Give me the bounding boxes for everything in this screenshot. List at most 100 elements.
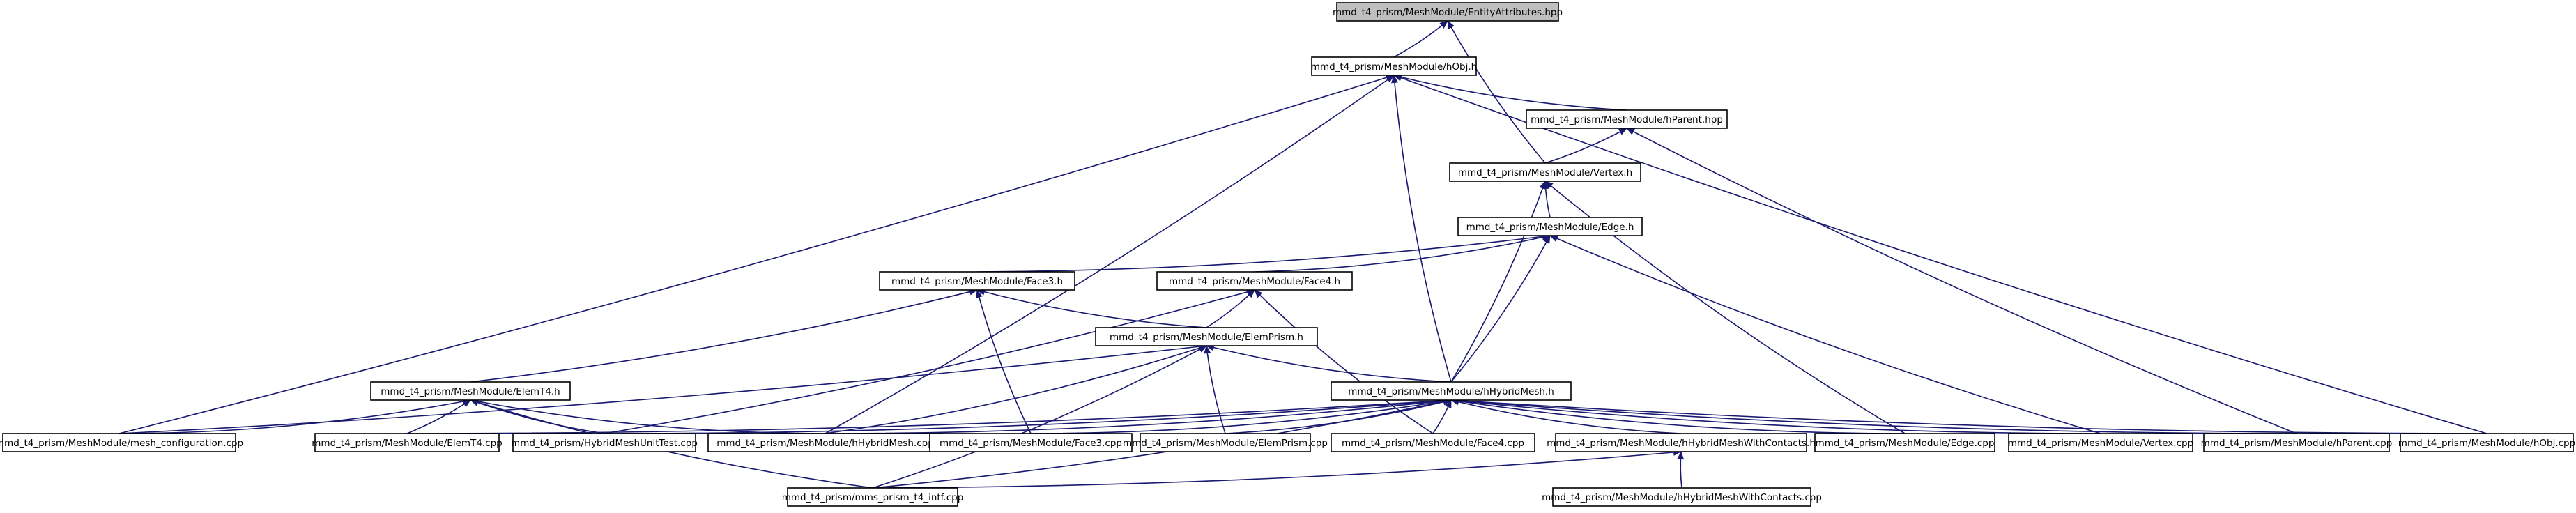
node-box bbox=[314, 433, 500, 452]
node-box bbox=[1311, 56, 1477, 76]
edge-mesh_conf_cpp-to-hobj_h bbox=[118, 74, 1395, 434]
node-box bbox=[512, 433, 696, 452]
edge-face3_cpp-to-hhybridmesh_h bbox=[1030, 397, 1452, 434]
node-box bbox=[1457, 217, 1643, 236]
edges-layer bbox=[118, 20, 2487, 489]
node-label: mmd_t4_prism/MeshModule/Edge.cpp bbox=[1816, 438, 1995, 449]
node-entity-attr: mmd_t4_prism/MeshModule/EntityAttributes… bbox=[1333, 2, 1563, 22]
edge-hparent_cpp-to-hhybridmesh_h bbox=[1450, 397, 2297, 434]
node-label: mmd_t4_prism/MeshModule/ElemPrism.h bbox=[1110, 332, 1303, 343]
node-box bbox=[879, 271, 1075, 291]
edge-vertex_h-to-hparent_hpp bbox=[1544, 128, 1627, 164]
node-vertex-cpp[interactable]: mmd_t4_prism/MeshModule/Vertex.cpp bbox=[2008, 433, 2193, 452]
node-unittest-cpp[interactable]: mmd_t4_prism/HybridMeshUnitTest.cpp bbox=[511, 433, 698, 452]
node-label: mmd_t4_prism/mms_prism_t4_intf.cpp bbox=[782, 492, 964, 503]
node-box bbox=[1555, 433, 1807, 452]
node-hhybridmesh-h[interactable]: mmd_t4_prism/MeshModule/hHybridMesh.h bbox=[1331, 381, 1572, 401]
edge-hparent_hpp-to-hobj_h bbox=[1393, 73, 1627, 111]
edge-hhybridmesh_cpp-to-elemt4_h bbox=[470, 398, 826, 434]
node-label: mmd_t4_prism/MeshModule/EntityAttributes… bbox=[1333, 7, 1563, 18]
node-label: mmd_t4_prism/MeshModule/Vertex.cpp bbox=[2008, 438, 2193, 449]
node-box bbox=[1526, 109, 1728, 129]
edge-elemt4_cpp-to-hhybridmesh_h bbox=[406, 397, 1452, 434]
node-mesh-conf-cpp[interactable]: mmd_t4_prism/MeshModule/mesh_configurati… bbox=[0, 433, 243, 452]
edge-face3_cpp-to-face3_h bbox=[976, 289, 1032, 434]
node-edge-cpp[interactable]: mmd_t4_prism/MeshModule/Edge.cpp bbox=[1814, 433, 1995, 452]
edge-face4_cpp-to-face4_h bbox=[1254, 289, 1434, 434]
node-withcontacts-h[interactable]: mmd_t4_prism/MeshModule/hHybridMeshWithC… bbox=[1547, 433, 1816, 452]
edge-hhybridmesh_h-to-hobj_h bbox=[1390, 75, 1452, 383]
node-label: mmd_t4_prism/MeshModule/hHybridMeshWithC… bbox=[1547, 438, 1816, 449]
edge-mms_intf_cpp-to-hhybridmesh_h bbox=[872, 398, 1452, 489]
edge-edge_cpp-to-hhybridmesh_h bbox=[1450, 397, 1906, 434]
node-box bbox=[1156, 271, 1353, 291]
edge-hobj_cpp-to-hhybridmesh_h bbox=[1450, 397, 2487, 434]
edge-hhybridmesh_cpp-to-elemprism_h bbox=[825, 344, 1207, 434]
node-hobj-h[interactable]: mmd_t4_prism/MeshModule/hObj.h bbox=[1311, 56, 1477, 76]
node-face3-h[interactable]: mmd_t4_prism/MeshModule/Face3.h bbox=[879, 271, 1075, 291]
node-hparent-cpp[interactable]: mmd_t4_prism/MeshModule/hParent.cpp bbox=[2201, 433, 2393, 452]
edge-mesh_conf_cpp-to-elemt4_h bbox=[118, 398, 471, 434]
node-box bbox=[1331, 433, 1535, 452]
node-box bbox=[2, 433, 236, 452]
edge-elemprism_cpp-to-elemprism_h bbox=[1204, 345, 1226, 434]
node-label: mmd_t4_prism/MeshModule/hParent.hpp bbox=[1531, 114, 1723, 125]
node-label: mmd_t4_prism/MeshModule/Face3.h bbox=[891, 276, 1063, 287]
node-withcontacts-cpp[interactable]: mmd_t4_prism/MeshModule/hHybridMeshWithC… bbox=[1542, 487, 1822, 507]
edge-face3_h-to-edge_h bbox=[976, 233, 1551, 273]
edge-face4_cpp-to-hhybridmesh_h bbox=[1432, 399, 1452, 434]
node-label: mmd_t4_prism/MeshModule/hHybridMesh.h bbox=[1348, 386, 1554, 397]
node-hhybridmesh-cpp[interactable]: mmd_t4_prism/MeshModule/hHybridMesh.cpp bbox=[707, 433, 943, 452]
edge-unittest_cpp-to-elemt4_h bbox=[470, 399, 605, 434]
edge-vertex_cpp-to-hhybridmesh_h bbox=[1450, 397, 2101, 434]
node-box bbox=[929, 433, 1133, 452]
edge-edge_h-to-vertex_h bbox=[1542, 181, 1551, 218]
edge-elemt4_h-to-face3_h bbox=[470, 288, 978, 383]
edge-hhybridmesh_cpp-to-hhybridmesh_h bbox=[825, 397, 1452, 434]
node-label: mmd_t4_prism/MeshModule/Vertex.h bbox=[1458, 167, 1632, 178]
node-vertex-h[interactable]: mmd_t4_prism/MeshModule/Vertex.h bbox=[1449, 162, 1641, 182]
node-box bbox=[1449, 162, 1641, 182]
node-label: mmd_t4_prism/MeshModule/hHybridMeshWithC… bbox=[1542, 492, 1822, 503]
node-label: mmd_t4_prism/MeshModule/mesh_configurati… bbox=[0, 438, 243, 449]
edge-hhybridmesh_h-to-elemprism_h bbox=[1206, 344, 1452, 383]
edge-hobj_h-to-entity_attr bbox=[1393, 20, 1448, 58]
node-mms-intf-cpp[interactable]: mmd_t4_prism/mms_prism_t4_intf.cpp bbox=[782, 487, 964, 507]
node-label: mmd_t4_prism/MeshModule/hObj.h bbox=[1311, 61, 1477, 72]
node-hparent-hpp[interactable]: mmd_t4_prism/MeshModule/hParent.hpp bbox=[1526, 109, 1728, 129]
edge-face4_h-to-edge_h bbox=[1254, 233, 1551, 273]
node-label: mmd_t4_prism/MeshModule/hHybridMesh.cpp bbox=[716, 438, 934, 449]
edge-withcontacts_cpp-to-withcontacts_h bbox=[1677, 451, 1685, 489]
edge-mms_intf_cpp-to-withcontacts_h bbox=[872, 448, 1682, 489]
node-face3-cpp[interactable]: mmd_t4_prism/MeshModule/Face3.cpp bbox=[929, 433, 1133, 452]
edge-elemprism_h-to-face4_h bbox=[1206, 289, 1255, 328]
node-face4-h[interactable]: mmd_t4_prism/MeshModule/Face4.h bbox=[1156, 271, 1353, 291]
node-box bbox=[1140, 433, 1311, 452]
node-elemt4-h[interactable]: mmd_t4_prism/MeshModule/ElemT4.h bbox=[370, 381, 571, 401]
node-box bbox=[2400, 433, 2574, 452]
node-elemprism-h[interactable]: mmd_t4_prism/MeshModule/ElemPrism.h bbox=[1095, 327, 1318, 346]
node-edge-h[interactable]: mmd_t4_prism/MeshModule/Edge.h bbox=[1457, 217, 1643, 236]
edge-unittest_cpp-to-hhybridmesh_h bbox=[604, 397, 1452, 434]
node-label: mmd_t4_prism/MeshModule/Edge.h bbox=[1466, 222, 1634, 233]
edge-hobj_cpp-to-hobj_h bbox=[1393, 75, 2487, 434]
node-label: mmd_t4_prism/MeshModule/ElemT4.cpp bbox=[312, 438, 502, 449]
node-hobj-cpp[interactable]: mmd_t4_prism/MeshModule/hObj.cpp bbox=[2398, 433, 2575, 452]
edge-vertex_cpp-to-edge_h bbox=[1549, 235, 2101, 434]
edge-mesh_conf_cpp-to-elemprism_h bbox=[118, 343, 1207, 434]
node-box bbox=[1331, 381, 1572, 401]
node-label: mmd_t4_prism/MeshModule/Face4.h bbox=[1169, 276, 1340, 287]
edge-hhybridmesh_h-to-edge_h bbox=[1450, 235, 1551, 383]
node-elemt4-cpp[interactable]: mmd_t4_prism/MeshModule/ElemT4.cpp bbox=[312, 433, 503, 452]
node-face4-cpp[interactable]: mmd_t4_prism/MeshModule/Face4.cpp bbox=[1331, 433, 1535, 452]
edge-elemprism_h-to-face3_h bbox=[976, 288, 1207, 328]
edge-hhybridmesh_h-to-vertex_h bbox=[1450, 181, 1547, 383]
node-label: mmd_t4_prism/MeshModule/Face3.cpp bbox=[940, 438, 1122, 449]
edge-hhybridmesh_cpp-to-hobj_h bbox=[825, 75, 1395, 434]
edge-elemt4_cpp-to-elemt4_h bbox=[406, 399, 471, 434]
node-elemprism-cpp[interactable]: mmd_t4_prism/MeshModule/ElemPrism.cpp bbox=[1123, 433, 1328, 452]
node-box bbox=[707, 433, 943, 452]
node-box bbox=[787, 487, 958, 507]
